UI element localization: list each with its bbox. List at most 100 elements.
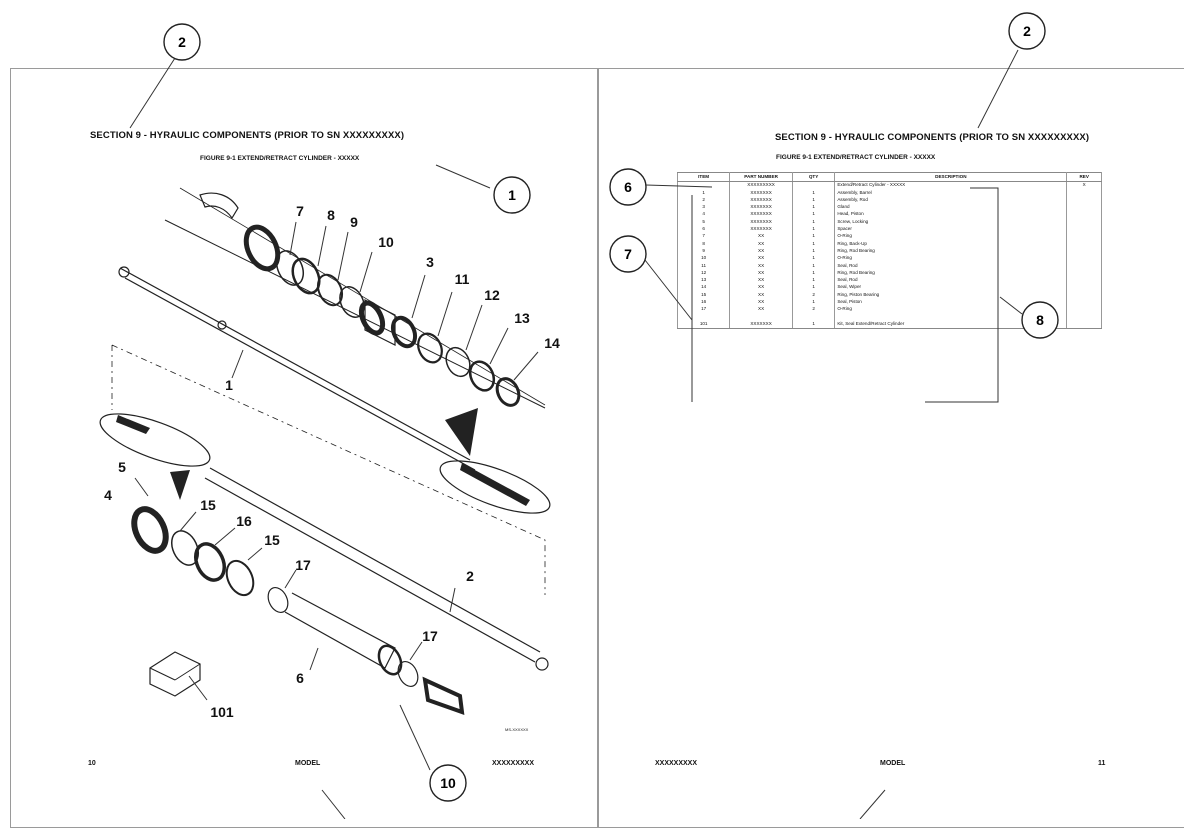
cell-description: Seal, Rod bbox=[834, 262, 1068, 270]
cell-item bbox=[676, 181, 731, 190]
rod-end-eye bbox=[535, 657, 549, 671]
callout-7-leader bbox=[644, 259, 693, 321]
gland-thread-drawing bbox=[358, 300, 386, 336]
callout-10-leader bbox=[399, 704, 431, 771]
backup-ring-8-drawing bbox=[291, 257, 321, 295]
cell-description: Seal, Wiper bbox=[834, 284, 1068, 292]
leader-item-17b bbox=[409, 641, 423, 661]
detail-ellipse-left bbox=[99, 413, 211, 467]
leader-item-8 bbox=[317, 225, 327, 267]
leader-item-6 bbox=[309, 647, 319, 671]
cell-item: 6 bbox=[676, 225, 731, 234]
part-number-13: 13 bbox=[514, 310, 530, 326]
cell-description: Gland bbox=[834, 203, 1068, 212]
cell-description: O-Ring bbox=[834, 233, 1068, 241]
part-number-9: 9 bbox=[350, 214, 358, 230]
piston-head-4-drawing bbox=[131, 506, 169, 554]
cell-qty: 2 bbox=[791, 291, 836, 299]
cell-item: 17 bbox=[676, 306, 731, 314]
right-footer-serial: XXXXXXXXX bbox=[655, 760, 698, 767]
drawing-id: MS-XXXXXX bbox=[505, 727, 529, 732]
right-footer-model: MODEL bbox=[880, 760, 906, 767]
cell-qty: 1 bbox=[791, 247, 836, 255]
footer-model-leader-right bbox=[859, 789, 886, 819]
callout-6-leader bbox=[645, 184, 713, 188]
o-ring-10-drawing bbox=[339, 286, 365, 318]
cell-rev bbox=[1066, 262, 1102, 270]
barrel-edge-line bbox=[179, 187, 546, 406]
part-number-6: 6 bbox=[296, 670, 304, 686]
cell-description: Assembly, Rod bbox=[834, 196, 1068, 204]
right-figure-title: FIGURE 9-1 EXTEND/RETRACT CYLINDER - XXX… bbox=[776, 154, 936, 161]
cell-item: 9 bbox=[676, 247, 731, 255]
header-description: DESCRIPTION bbox=[834, 172, 1068, 182]
callout-2-left-num: 2 bbox=[178, 34, 186, 50]
cell-qty: 1 bbox=[791, 262, 836, 270]
piston-seal-16-drawing bbox=[193, 542, 227, 582]
part-number-3: 3 bbox=[426, 254, 434, 270]
left-footer-model: MODEL bbox=[295, 760, 321, 767]
cell-qty: 1 bbox=[791, 284, 836, 292]
barrel-lower-edge bbox=[124, 277, 476, 471]
part-number-12: 12 bbox=[484, 287, 500, 303]
description-bracket bbox=[925, 187, 999, 403]
callout-6-num: 6 bbox=[624, 179, 632, 195]
cell-description: Head, Piston bbox=[834, 211, 1068, 219]
cell-qty: 1 bbox=[791, 254, 836, 263]
bearing-ring-9-drawing bbox=[316, 273, 344, 307]
cell-description: Kit, Seal Extend/Retract Cylinder bbox=[834, 320, 1068, 329]
spacer-end-drawing bbox=[377, 644, 403, 676]
callout-8: 8 bbox=[1021, 301, 1059, 339]
cell-item: 15 bbox=[676, 291, 731, 299]
cell-item: 3 bbox=[676, 203, 731, 212]
callout-2-left: 2 bbox=[163, 23, 201, 61]
callout-1: 1 bbox=[493, 176, 531, 214]
leader-item-12 bbox=[465, 304, 483, 351]
callout-7-num: 7 bbox=[624, 246, 632, 262]
left-footer-serial: XXXXXXXXX bbox=[492, 760, 535, 767]
arrow-marker-right bbox=[445, 408, 478, 456]
cell-rev: X bbox=[1066, 181, 1102, 190]
leader-item-7 bbox=[289, 221, 297, 256]
cell-qty: 1 bbox=[791, 218, 836, 226]
barrel-end-pin bbox=[118, 266, 130, 278]
leader-item-14 bbox=[513, 351, 539, 381]
cell-rev bbox=[1066, 225, 1102, 234]
rod-lower-edge bbox=[204, 477, 536, 663]
cell-description: Seal, Piston bbox=[834, 298, 1068, 307]
wiper-seal-14-drawing bbox=[495, 377, 521, 407]
cell-item: 8 bbox=[676, 240, 731, 248]
cell-qty: 1 bbox=[791, 211, 836, 219]
cell-qty: 1 bbox=[791, 196, 836, 204]
left-page-number: 10 bbox=[88, 760, 96, 767]
cell-rev bbox=[1066, 284, 1102, 292]
piston-ring-15a-drawing bbox=[170, 530, 200, 566]
cell-description: O-Ring bbox=[834, 306, 1068, 314]
leader-item-11 bbox=[437, 291, 453, 337]
detail-ellipse-right bbox=[439, 460, 551, 514]
o-ring-17b-drawing bbox=[397, 661, 419, 687]
callout-2-right-leader bbox=[977, 49, 1019, 129]
barrel-upper-edge bbox=[119, 267, 471, 461]
part-number-101: 101 bbox=[210, 704, 234, 720]
leader-item-15a bbox=[179, 511, 197, 532]
callout-1-leader bbox=[435, 164, 491, 189]
leader-item-13 bbox=[489, 327, 509, 365]
cell-rev bbox=[1066, 240, 1102, 248]
cell-description: Spacer bbox=[834, 225, 1068, 234]
leader-item-5 bbox=[134, 477, 149, 497]
leader-item-2 bbox=[449, 587, 456, 613]
part-number-14: 14 bbox=[544, 335, 560, 351]
right-page-number: 11 bbox=[1098, 760, 1106, 767]
part-number-17b: 17 bbox=[422, 628, 438, 644]
cell-qty: 1 bbox=[791, 189, 836, 197]
